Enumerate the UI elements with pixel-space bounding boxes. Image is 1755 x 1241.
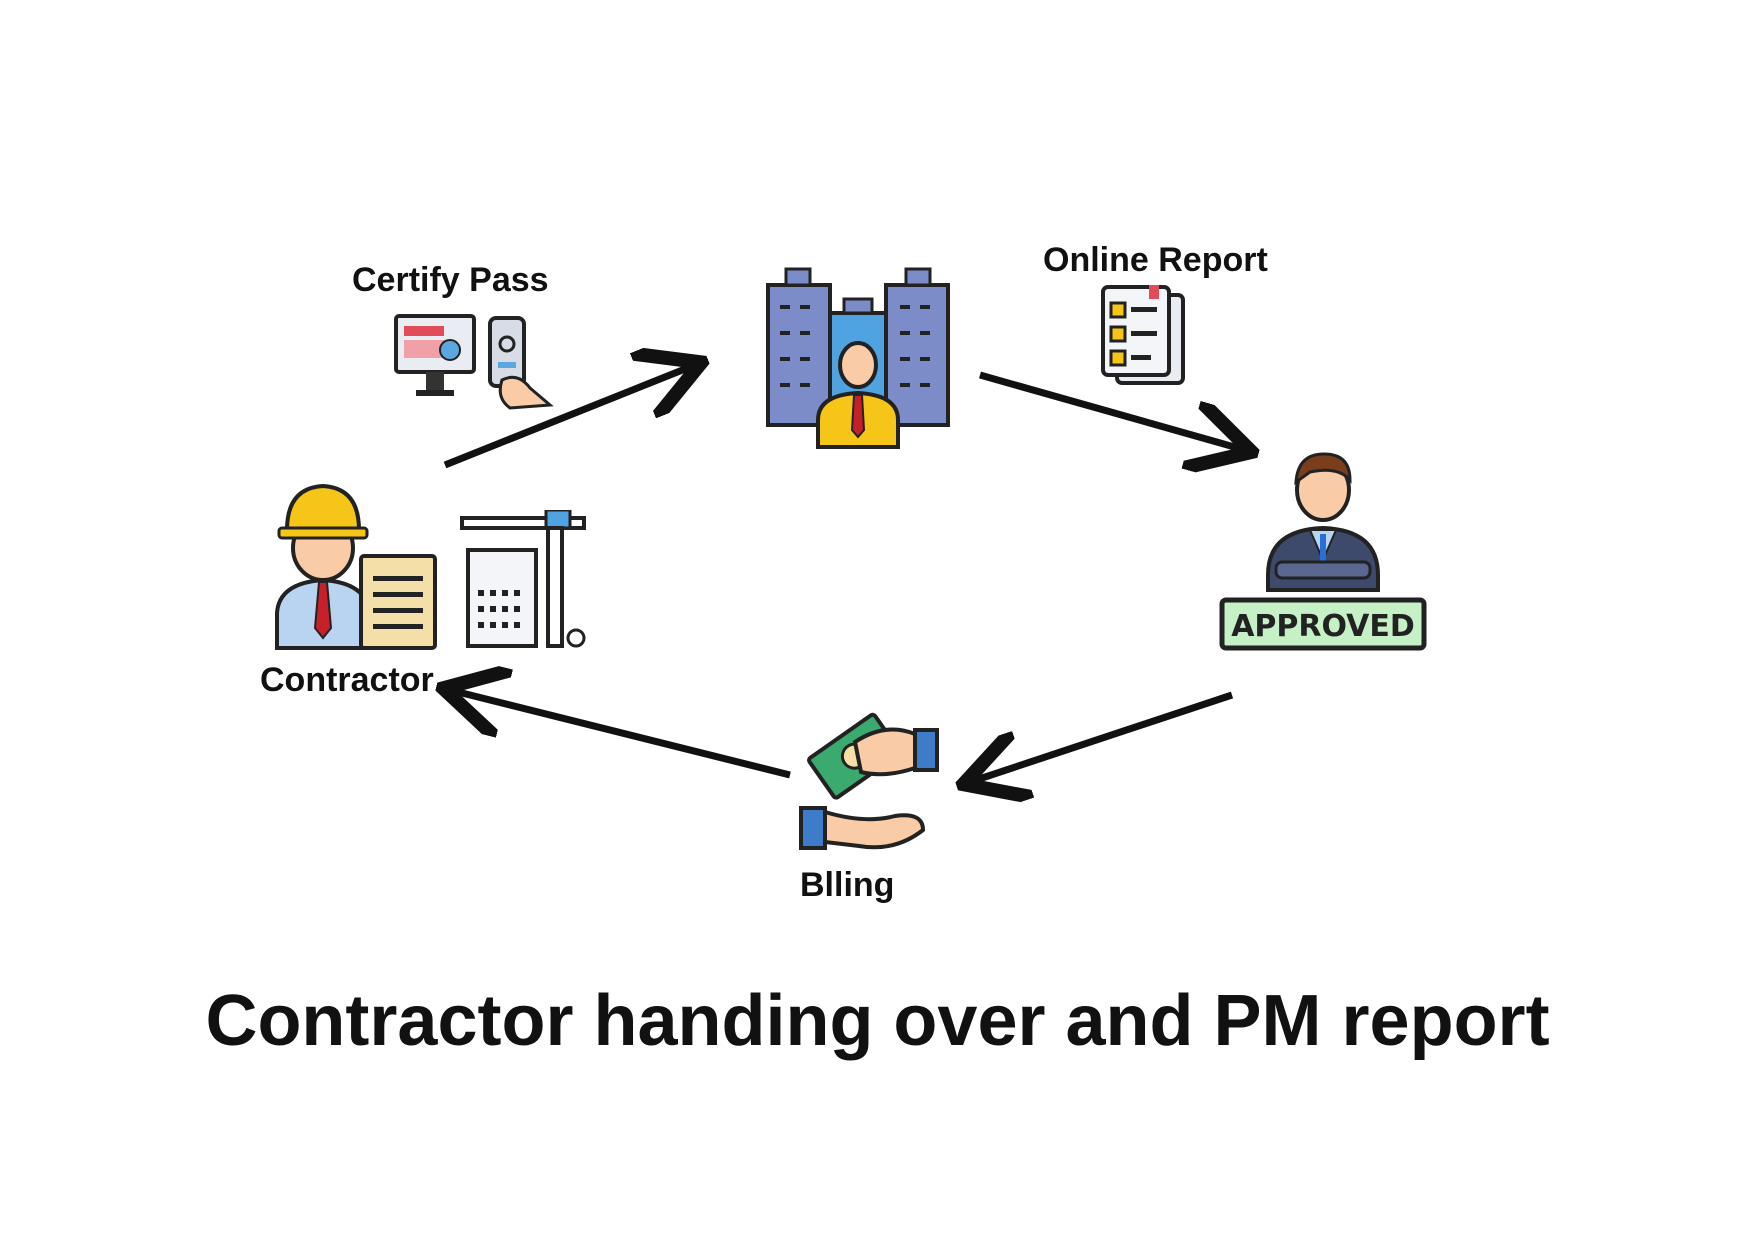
billing-handshake-money-icon: [799, 712, 939, 850]
arrow-approver-to-billing: [970, 691, 1234, 782]
arrow-billing-to-contractor: [450, 690, 791, 779]
label-contractor: Contractor: [260, 661, 434, 699]
construction-crane-icon: [460, 510, 586, 648]
label-billing: Blling: [800, 866, 895, 904]
label-online-report: Online Report: [1043, 241, 1268, 279]
manager-approved-icon: APPROVED: [1219, 452, 1427, 651]
diagram-title: Contractor handing over and PM report: [205, 981, 1550, 1061]
approved-stamp-text: APPROVED: [1231, 609, 1415, 644]
company-buildings-icon: [766, 267, 950, 449]
certify-pass-devices-icon: [394, 314, 554, 410]
online-report-checklist-icon: [1101, 285, 1185, 385]
contractor-worker-icon: [275, 483, 437, 650]
label-certify-pass: Certify Pass: [352, 261, 549, 299]
arrow-company-to-approver: [979, 371, 1245, 450]
arrow-contractor-to-company: [443, 365, 695, 469]
